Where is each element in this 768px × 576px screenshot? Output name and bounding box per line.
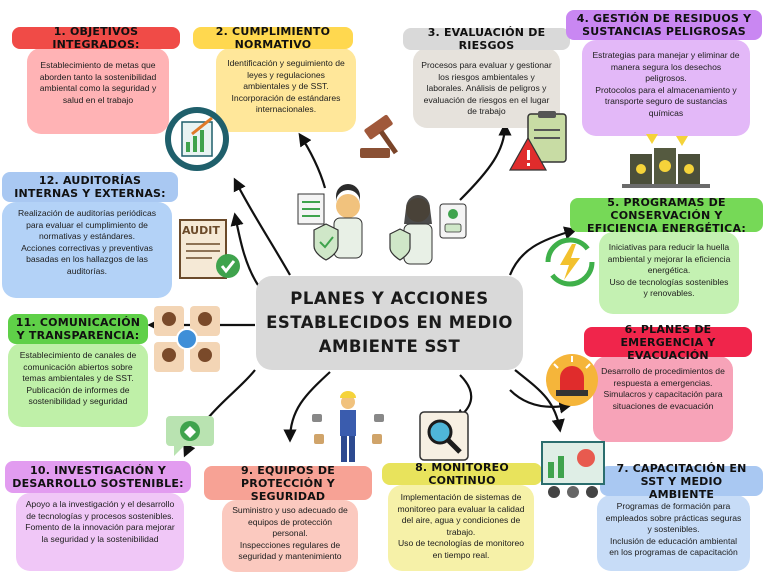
audit-document-icon: AUDIT — [176, 216, 242, 282]
emergency-siren-icon — [546, 354, 598, 406]
toxic-barrels-icon — [622, 134, 710, 188]
node-3-title: 3. EVALUACIÓN DE RIESGOS — [403, 26, 570, 52]
arrow-to-node-12 — [230, 212, 259, 286]
node-7-title: 7. CAPACITACIÓN EN SST Y MEDIO AMBIENTE — [600, 462, 763, 501]
node-10-body: Apoyo a la investigación y el desarrollo… — [16, 493, 184, 571]
node-8-title: 8. MONITOREO CONTINUO — [382, 461, 542, 487]
node-5-body: Iniciativas para reducir la huella ambie… — [599, 232, 739, 314]
arrow-to-node-6 — [509, 389, 573, 414]
eco-speech-icon — [166, 416, 214, 456]
node-2-body: Identificación y seguimiento de leyes y … — [216, 48, 356, 132]
node-12-title: 12. AUDITORÍAS INTERNAS Y EXTERNAS: — [2, 172, 178, 202]
magnifier-monitor-icon — [419, 411, 469, 461]
center-title: PLANES Y ACCIONES ESTABLECIDOS EN MEDIO … — [256, 276, 523, 370]
risk-clipboard-icon — [508, 111, 567, 171]
node-4-body: Estrategias para manejar y eliminar de m… — [582, 40, 750, 136]
node-8-body: Implementación de sistemas de monitoreo … — [388, 485, 534, 571]
arrow-to-node-1 — [233, 177, 291, 276]
node-11-body: Establecimiento de canales de comunicaci… — [8, 343, 148, 427]
team-communication-icon — [154, 306, 220, 372]
node-5-title: 5. PROGRAMAS DE CONSERVACIÓN Y EFICIENCI… — [570, 196, 763, 235]
audit-label: AUDIT — [182, 224, 220, 237]
node-10-title: 10. INVESTIGACIÓN Y DESARROLLO SOSTENIBL… — [5, 461, 191, 493]
node-1-body: Establecimiento de metas que aborden tan… — [27, 48, 169, 134]
training-board-icon — [541, 441, 605, 498]
node-9-body: Suministro y uso adecuado de equipos de … — [222, 500, 358, 572]
node-7-body: Programas de formación para empleados so… — [597, 495, 750, 571]
node-2-title: 2. CUMPLIMIENTO NORMATIVO — [193, 25, 353, 51]
arrow-to-node-3 — [459, 122, 512, 201]
node-12-body: Realización de auditorías periódicas par… — [2, 202, 172, 298]
arrow-to-node-7 — [514, 369, 565, 433]
arrow-to-node-2 — [298, 132, 327, 189]
node-11-title: 11. COMUNICACIÓN Y TRANSPARENCIA: — [8, 314, 148, 344]
node-6-title: 6. PLANES DE EMERGENCIA Y EVACUACIÓN — [584, 323, 752, 362]
node-6-body: Desarrollo de procedimientos de respuest… — [593, 356, 733, 442]
arrow-to-node-9 — [283, 371, 331, 443]
node-1-title: 1. OBJETIVOS INTEGRADOS: — [12, 25, 180, 51]
worker-ppe-icon — [312, 391, 384, 462]
target-chart-icon — [165, 107, 229, 171]
gavel-icon — [360, 114, 398, 158]
energy-cycle-icon — [545, 237, 595, 287]
arrow-to-node-5 — [508, 226, 578, 276]
node-4-title: 4. GESTIÓN DE RESIDUOS Y SUSTANCIAS PELI… — [566, 10, 762, 40]
node-9-title: 9. EQUIPOS DE PROTECCIÓN Y SEGURIDAD — [204, 464, 372, 503]
people-shield-illustration — [297, 184, 467, 265]
